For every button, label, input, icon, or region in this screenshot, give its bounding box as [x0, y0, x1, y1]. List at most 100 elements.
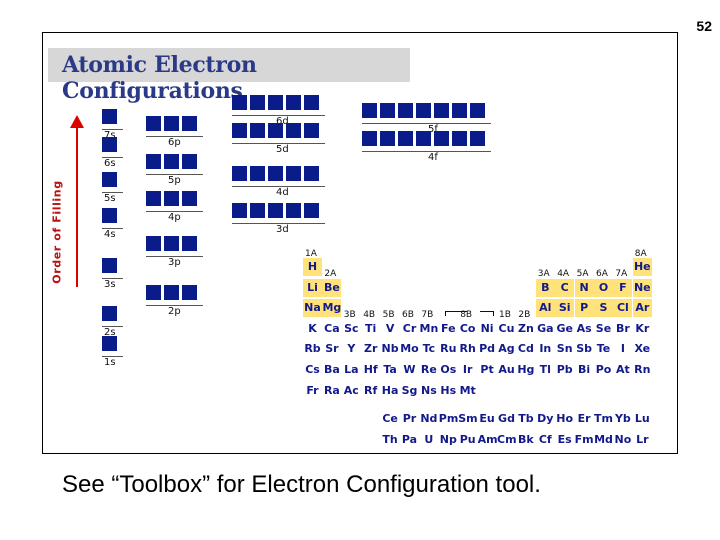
orbital-boxes: [146, 236, 200, 251]
order-of-filling-label: Order of Filling: [50, 180, 64, 284]
element-ns: Ns: [421, 383, 437, 397]
element-v: V: [385, 321, 395, 335]
element-ac: Ac: [343, 383, 359, 397]
element-b: B: [535, 278, 555, 297]
orbital-rule: [102, 129, 123, 130]
orbital-box: [164, 236, 179, 251]
element-na: Na: [303, 299, 322, 318]
orbital-box: [182, 285, 197, 300]
orbital-label: 1s: [104, 357, 116, 368]
orbital-box: [286, 203, 301, 218]
element-cu: Cu: [498, 321, 515, 335]
element-u: U: [424, 432, 434, 446]
orbital-box: [146, 154, 161, 169]
orbital-box: [268, 203, 283, 218]
orbital-box: [232, 203, 247, 218]
orbital-label: 5s: [104, 193, 116, 204]
orbital-rule: [146, 256, 203, 257]
orbital-box: [268, 95, 283, 110]
element-tb: Tb: [518, 412, 534, 426]
element-po: Po: [595, 363, 612, 376]
element-pt: Pt: [480, 363, 494, 376]
group-label: 5B: [382, 310, 395, 320]
orbital-rule: [146, 136, 203, 137]
orbital-label: 6s: [104, 158, 116, 169]
element-hs: Hs: [440, 383, 457, 397]
orbital-box: [102, 336, 117, 351]
orbital-rule: [102, 192, 123, 193]
element-br: Br: [615, 321, 630, 335]
element-cf: Cf: [538, 432, 552, 446]
orbital-boxes: [232, 95, 322, 110]
element-ta: Ta: [383, 363, 397, 376]
orbital-box: [398, 103, 413, 118]
orbital-rule: [362, 151, 491, 152]
element-es: Es: [557, 432, 572, 446]
element-cd: Cd: [517, 342, 534, 356]
orbital-label: 5p: [168, 175, 181, 186]
orbital-box: [398, 131, 413, 146]
orbital-box: [146, 191, 161, 206]
orbital-boxes: [146, 116, 200, 131]
element-nb: Nb: [381, 342, 399, 356]
element-la: La: [344, 363, 359, 376]
orbital-box: [232, 95, 247, 110]
orbital-box: [232, 123, 247, 138]
orbital-box: [470, 103, 485, 118]
orbital-boxes: [102, 172, 120, 187]
group-label: 8B: [460, 310, 473, 320]
element-md: Md: [594, 432, 613, 446]
element-f: F: [613, 278, 633, 297]
group-label: 6B: [402, 310, 414, 320]
orbital-box: [146, 236, 161, 251]
element-ir: Ir: [462, 363, 473, 376]
group-8b-bracket: [479, 311, 495, 316]
orbital-box: [102, 208, 117, 223]
orbital-box: [164, 191, 179, 206]
orbital-boxes: [146, 191, 200, 206]
orbital-label: 4f: [428, 152, 438, 163]
orbital-box: [268, 123, 283, 138]
element-pm: Pm: [438, 412, 459, 426]
orbital-box: [102, 306, 117, 321]
group-label: 1A: [305, 249, 317, 259]
element-be: Be: [322, 278, 342, 297]
element-w: W: [403, 363, 416, 376]
element-th: Th: [382, 432, 398, 446]
orbital-box: [416, 103, 431, 118]
orbital-rule: [232, 186, 325, 187]
element-sr: Sr: [325, 342, 339, 356]
element-zr: Zr: [363, 342, 378, 356]
orbital-box: [146, 285, 161, 300]
orbital-box: [286, 166, 301, 181]
element-dy: Dy: [537, 412, 554, 426]
orbital-box: [250, 95, 265, 110]
orbital-box: [182, 191, 197, 206]
element-ga: Ga: [537, 321, 554, 335]
orbital-label: 7s: [104, 130, 116, 141]
orbital-boxes: [102, 208, 120, 223]
element-mo: Mo: [400, 342, 419, 356]
element-mt: Mt: [459, 383, 476, 397]
element-pd: Pd: [479, 342, 496, 356]
orbital-boxes: [362, 103, 488, 118]
element-o: O: [594, 278, 613, 297]
element-pa: Pa: [401, 432, 418, 446]
orbital-rule: [146, 211, 203, 212]
element-mg: Mg: [322, 299, 342, 318]
element-mn: Mn: [419, 321, 439, 335]
element-cs: Cs: [305, 363, 320, 376]
title-bar: Atomic Electron Configurations: [48, 48, 410, 104]
orbital-box: [286, 95, 301, 110]
orbital-boxes: [102, 336, 120, 351]
element-s: S: [594, 299, 613, 318]
orbital-label: 3d: [276, 224, 289, 235]
group-label: 3A: [537, 269, 550, 279]
element-bk: Bk: [518, 432, 534, 446]
element-eu: Eu: [479, 412, 495, 426]
orbital-label: 4s: [104, 229, 116, 240]
element-h: H: [303, 258, 322, 276]
element-li: Li: [303, 278, 322, 297]
element-fm: Fm: [574, 432, 594, 446]
group-label: 6A: [596, 269, 608, 279]
